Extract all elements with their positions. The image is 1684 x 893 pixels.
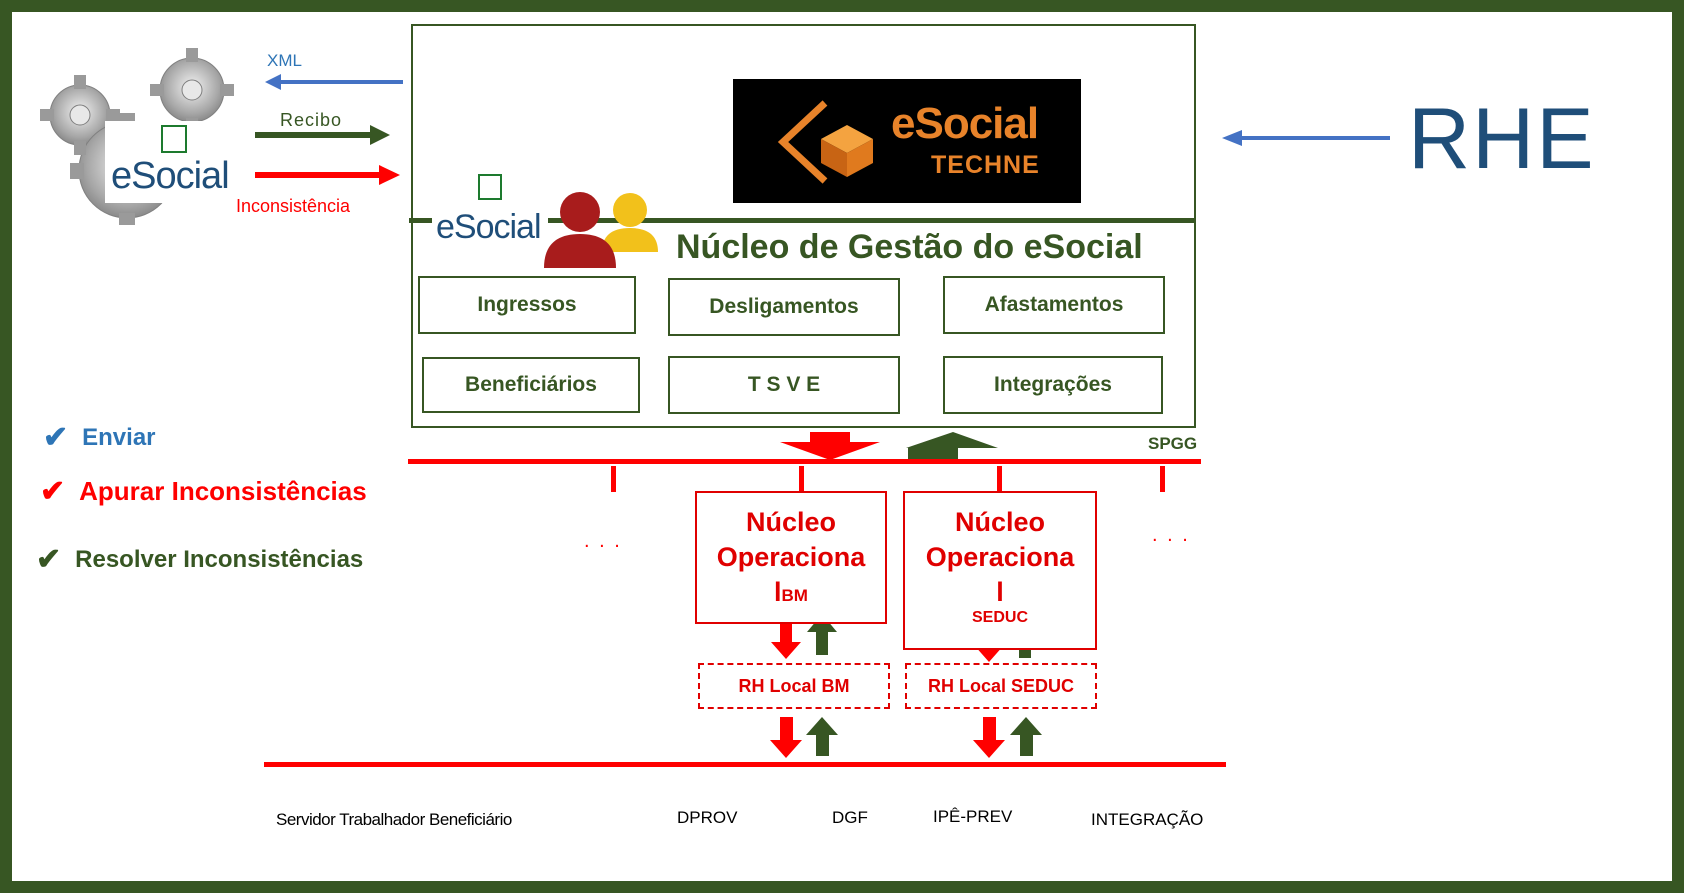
- module-afastamentos: Afastamentos: [943, 276, 1165, 334]
- esocial-logo-center: eSocial: [432, 170, 548, 254]
- people-icon: [544, 192, 658, 268]
- red-down-arrow: [770, 717, 802, 758]
- rh-local-seduc: RH Local SEDUC: [905, 663, 1097, 709]
- rhe-label: RHE: [1408, 91, 1596, 187]
- bottom-label-ipe-prev: IPÊ-PREV: [933, 807, 1013, 826]
- nucleo-seduc-line3: l: [996, 577, 1004, 607]
- connector-tick: [1160, 466, 1165, 492]
- recibo-label: Recibo: [280, 110, 343, 130]
- check-apurar-label: Apurar Inconsistências: [79, 476, 367, 506]
- module-beneficiarios: Beneficiários: [422, 357, 640, 413]
- bottom-label-servidor: Servidor Trabalhador Beneficiário: [276, 810, 512, 829]
- nucleo-seduc-line1: Núcleo: [954, 507, 1046, 537]
- nucleo-operacional-seduc: Núcleo Operaciona l SEDUC: [903, 491, 1097, 650]
- esocial-flow-arrows: [255, 74, 403, 185]
- module-desligamentos: Desligamentos: [668, 278, 900, 336]
- module-tsve: T S V E: [668, 356, 900, 414]
- big-red-down-arrow: [780, 432, 880, 460]
- green-up-arrow: [806, 717, 838, 756]
- spgg-line: [408, 459, 1201, 464]
- red-down-arrow: [771, 617, 801, 659]
- nucleo-bm-line3: l: [774, 577, 782, 607]
- red-down-arrow: [973, 717, 1005, 758]
- check-resolver-label: Resolver Inconsistências: [75, 545, 364, 573]
- bottom-label-dprov: DPROV: [677, 808, 738, 827]
- nucleo-operacional-bm: Núcleo Operaciona lBM: [695, 491, 887, 624]
- module-integracoes: Integrações: [943, 356, 1163, 414]
- nucleo-bm-sub: BM: [781, 586, 808, 605]
- rh-local-bm: RH Local BM: [698, 663, 890, 709]
- check-icon: ✔: [43, 421, 69, 454]
- green-up-arrow: [1010, 717, 1042, 756]
- connector-tick: [611, 466, 616, 492]
- nucleo-bm-line3-wrap: lBM: [697, 575, 885, 613]
- big-green-up-arrow: [906, 432, 998, 460]
- techne-esocial-text: eSocial: [891, 99, 1039, 148]
- esocial-techne-logo: eSocial TECHNE: [733, 79, 1081, 203]
- check-apurar: ✔ Apurar Inconsistências: [40, 474, 367, 509]
- nucleo-bm-line1: Núcleo: [745, 507, 837, 537]
- check-resolver: ✔ Resolver Inconsistências: [36, 542, 363, 577]
- check-enviar: ✔ Enviar: [43, 420, 156, 455]
- check-icon: ✔: [40, 475, 66, 508]
- techne-diamond-icon: [777, 100, 873, 184]
- connector-tick: [799, 466, 804, 492]
- ellipsis-right: . . .: [1152, 524, 1190, 546]
- green-up-arrow: [807, 614, 837, 655]
- bottom-label-integracao: INTEGRAÇÃO: [1091, 810, 1204, 829]
- nucleo-seduc-line2: Operaciona: [925, 542, 1075, 572]
- techne-techne-text: TECHNE: [931, 151, 1040, 179]
- esocial-logo-left: eSocial: [105, 121, 241, 203]
- check-enviar-label: Enviar: [82, 423, 156, 451]
- rhe-arrow: [1222, 130, 1390, 146]
- bottom-label-dgf: DGF: [832, 808, 868, 827]
- module-ingressos: Ingressos: [418, 276, 636, 334]
- ellipsis-left: . . .: [584, 530, 622, 552]
- nucleo-bm-line2: Operaciona: [716, 542, 866, 572]
- check-icon: ✔: [36, 543, 62, 576]
- nucleo-seduc-sub: SEDUC: [971, 609, 1028, 626]
- connector-tick: [997, 466, 1002, 492]
- gestao-divider-line: [409, 218, 1195, 223]
- nucleo-gestao-title: Núcleo de Gestão do eSocial: [676, 228, 1143, 266]
- inconsistencia-label: Inconsistência: [236, 196, 351, 216]
- spgg-label: SPGG: [1148, 434, 1198, 453]
- bottom-line: [264, 762, 1226, 767]
- xml-label: XML: [267, 51, 302, 70]
